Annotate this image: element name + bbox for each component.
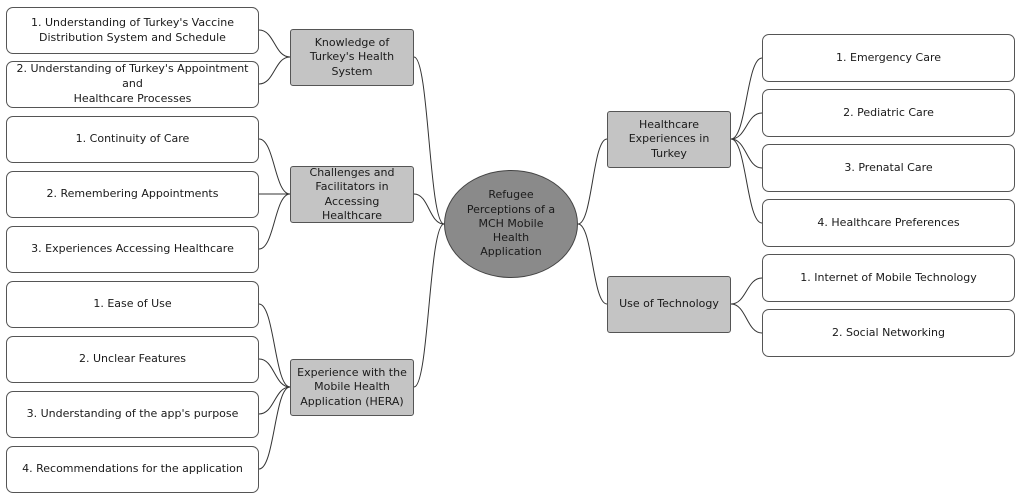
item-label: 1. Continuity of Care: [75, 132, 190, 146]
item-label: 2. Unclear Features: [79, 352, 186, 366]
item-vaccine-distribution: 1. Understanding of Turkey's Vaccine Dis…: [6, 7, 259, 54]
connector-line-15: [730, 57, 763, 140]
item-social-networking: 2. Social Networking: [762, 309, 1015, 357]
item-label: 1. Ease of Use: [93, 297, 172, 311]
item-label: 3. Experiences Accessing Healthcare: [31, 242, 234, 256]
item-healthcare-preferences: 4. Healthcare Preferences: [762, 199, 1015, 247]
connector-line-3: [413, 223, 445, 388]
connector-line-16: [730, 112, 763, 140]
connector-line-13: [258, 386, 291, 415]
item-label: 1. Internet of Mobile Technology: [800, 270, 977, 284]
category-challenges-facilitators: Challenges and Facilitators in Accessing…: [290, 166, 414, 223]
category-use-of-technology: Use of Technology: [607, 276, 731, 333]
connector-line-20: [730, 303, 763, 334]
connector-line-5: [577, 223, 608, 305]
category-label: Challenges and Facilitators in Accessing…: [309, 165, 395, 222]
item-label: 3. Understanding of the app's purpose: [26, 407, 239, 421]
item-internet-mobile-technology: 1. Internet of Mobile Technology: [762, 254, 1015, 302]
category-label: Knowledge of Turkey's Health System: [309, 36, 395, 78]
category-label: Experience with the Mobile Health Applic…: [297, 366, 407, 408]
item-understanding-app-purpose: 3. Understanding of the app's purpose: [6, 391, 259, 438]
connector-line-17: [730, 138, 763, 169]
item-continuity-of-care: 1. Continuity of Care: [6, 116, 259, 163]
item-label: 2. Social Networking: [831, 325, 946, 339]
connector-line-8: [258, 138, 291, 195]
item-recommendations: 4. Recommendations for the application: [6, 446, 259, 493]
central-theme-node: Refugee Perceptions of a MCH Mobile Heal…: [444, 170, 578, 278]
item-remembering-appointments: 2. Remembering Appointments: [6, 171, 259, 218]
item-label: 4. Healthcare Preferences: [817, 215, 960, 229]
item-experiences-accessing-healthcare: 3. Experiences Accessing Healthcare: [6, 226, 259, 273]
connector-line-4: [577, 138, 608, 225]
connector-line-6: [258, 29, 291, 58]
category-healthcare-experiences-turkey: Healthcare Experiences in Turkey: [607, 111, 731, 168]
category-knowledge-health-system: Knowledge of Turkey's Health System: [290, 29, 414, 86]
connector-line-12: [258, 358, 291, 388]
category-label: Healthcare Experiences in Turkey: [628, 118, 710, 160]
item-label: 3. Prenatal Care: [844, 160, 933, 174]
connector-line-7: [258, 56, 291, 85]
category-experience-hera-app: Experience with the Mobile Health Applic…: [290, 359, 414, 416]
connector-line-18: [730, 138, 763, 224]
item-label: 2. Remembering Appointments: [46, 187, 219, 201]
item-prenatal-care: 3. Prenatal Care: [762, 144, 1015, 192]
item-label: 1. Emergency Care: [836, 50, 941, 64]
connector-line-2: [413, 193, 445, 225]
item-label: 2. Understanding of Turkey's Appointment…: [16, 62, 249, 105]
connector-line-14: [258, 386, 291, 470]
item-ease-of-use: 1. Ease of Use: [6, 281, 259, 328]
item-emergency-care: 1. Emergency Care: [762, 34, 1015, 82]
item-unclear-features: 2. Unclear Features: [6, 336, 259, 383]
category-label: Use of Technology: [619, 297, 719, 311]
central-theme-label: Refugee Perceptions of a MCH Mobile Heal…: [466, 188, 556, 259]
connector-line-1: [413, 56, 445, 225]
item-label: 1. Understanding of Turkey's Vaccine Dis…: [31, 15, 234, 44]
item-pediatric-care: 2. Pediatric Care: [762, 89, 1015, 137]
connector-line-11: [258, 303, 291, 388]
connector-line-19: [730, 277, 763, 305]
item-label: 4. Recommendations for the application: [22, 462, 243, 476]
item-appointment-processes: 2. Understanding of Turkey's Appointment…: [6, 61, 259, 108]
connector-line-10: [258, 193, 291, 250]
item-label: 2. Pediatric Care: [843, 105, 934, 119]
